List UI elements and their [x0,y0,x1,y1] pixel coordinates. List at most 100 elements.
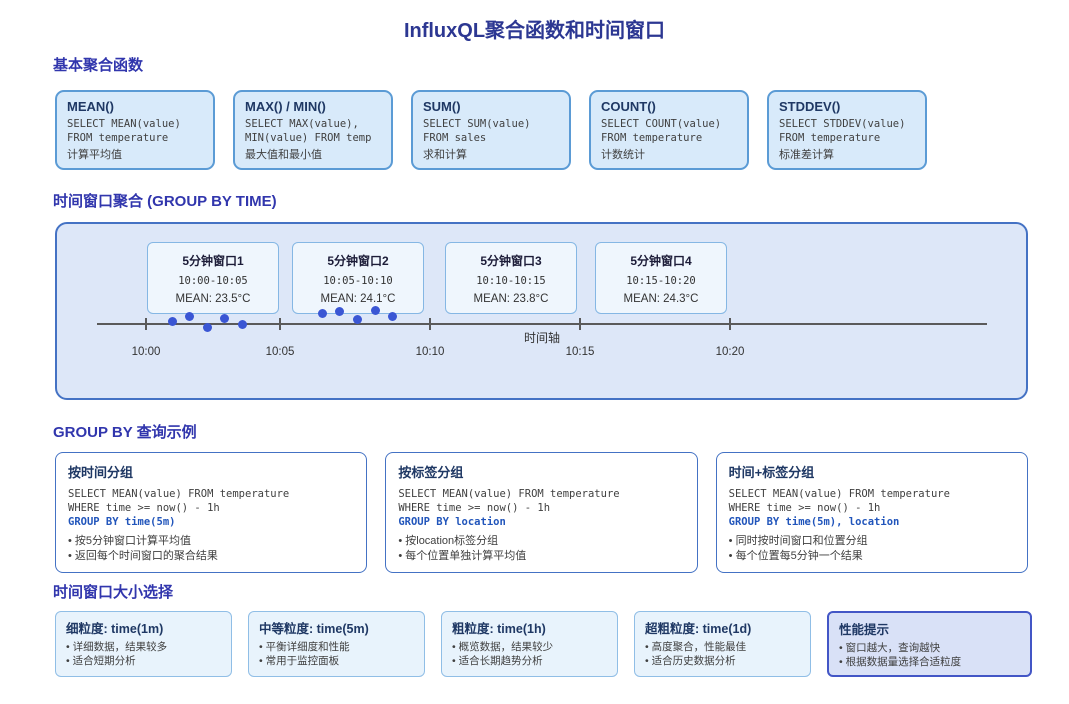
axis-tick [579,318,581,330]
query-card-title: 时间+标签分组 [728,465,815,480]
size-card-performance-tip: 性能提示 窗口越大，查询越快 根据数据量选择合适粒度 [827,611,1032,677]
window-mean-value: MEAN: 23.5°C [175,293,251,305]
code-line: SELECT MEAN(value) FROM temperature [728,488,950,500]
code-line: SELECT COUNT(value) [601,118,722,130]
code-line: WHERE time >= now() - 1h [728,502,881,514]
axis-tick [279,318,281,330]
code-line: SELECT STDDEV(value) [779,118,906,130]
note-item: 适合历史数据分析 [645,654,800,668]
function-card-stddev: STDDEV() SELECT STDDEV(value) FROM tempe… [767,90,927,170]
function-card-description: 最大值和最小值 [245,149,322,161]
window-title: 5分钟窗口2 [327,254,389,268]
data-point [353,315,362,324]
code-line: SELECT SUM(value) [423,118,531,130]
function-card-title: MEAN() [67,99,114,114]
section-heading-window-size: 时间窗口大小选择 [53,584,174,601]
section-heading-time-window: 时间窗口聚合 (GROUP BY TIME) [53,193,277,210]
query-card-title: 按时间分组 [68,465,134,480]
window-mean-value: MEAN: 23.8°C [473,293,549,305]
note-item: 适合长期趋势分析 [452,654,607,668]
data-point [371,306,380,315]
data-point [318,309,327,318]
function-card-count: COUNT() SELECT COUNT(value) FROM tempera… [589,90,749,170]
query-card-group-by-time-and-tag: 时间+标签分组 SELECT MEAN(value) FROM temperat… [715,452,1028,573]
function-card-sum: SUM() SELECT SUM(value) FROM sales 求和计算 [411,90,571,170]
note-item: 按5分钟窗口计算平均值 [68,534,354,549]
size-card-title: 粗粒度: time(1h) [452,622,546,636]
time-window-card-3: 5分钟窗口3 10:10-10:15 MEAN: 23.8°C [445,242,577,314]
code-line: WHERE time >= now() - 1h [68,502,220,514]
code-line: MIN(value) FROM temp [245,132,372,144]
axis-tick-label: 10:15 [565,346,595,358]
note-item: 高度聚合，性能最佳 [645,640,800,654]
data-point [238,320,247,329]
size-card-fine: 细粒度: time(1m) 详细数据，结果较多 适合短期分析 [55,611,232,677]
note-item: 根据数据量选择合适粒度 [839,655,1020,669]
size-card-very-coarse: 超粗粒度: time(1d) 高度聚合，性能最佳 适合历史数据分析 [634,611,811,677]
axis-tick-label: 10:00 [131,346,161,358]
query-card-notes: 按location标签分组 每个位置单独计算平均值 [398,534,684,564]
window-size-cards: 细粒度: time(1m) 详细数据，结果较多 适合短期分析 中等粒度: tim… [55,611,1032,677]
function-card-description: 计数统计 [601,149,645,161]
basic-function-cards: MEAN() SELECT MEAN(value) FROM temperatu… [55,90,927,170]
query-card-group-by-tag: 按标签分组 SELECT MEAN(value) FROM temperatur… [385,452,698,573]
code-line-groupby-clause: GROUP BY time(5m) [68,516,176,528]
query-card-notes: 同时按时间窗口和位置分组 每个位置每5分钟一个结果 [729,534,1015,564]
code-line: SELECT MAX(value), [245,118,359,130]
query-card-title: 按标签分组 [398,465,464,480]
window-title: 5分钟窗口3 [480,254,542,268]
function-card-description: 标准差计算 [779,149,834,161]
code-line: FROM sales [423,132,487,144]
groupby-example-cards: 按时间分组 SELECT MEAN(value) FROM temperatur… [55,452,1028,573]
code-line-groupby-clause: GROUP BY time(5m), location [728,516,900,528]
window-time-range: 10:10-10:15 [476,275,546,287]
axis-tick-label: 10:05 [265,346,295,358]
axis-tick [729,318,731,330]
time-window-card-2: 5分钟窗口2 10:05-10:10 MEAN: 24.1°C [292,242,424,314]
code-line: WHERE time >= now() - 1h [398,502,551,514]
function-card-title: SUM() [423,99,461,114]
function-card-title: COUNT() [601,99,656,114]
note-item: 窗口越大，查询越快 [839,641,1020,655]
size-card-title: 细粒度: time(1m) [66,622,164,636]
size-card-coarse: 粗粒度: time(1h) 概览数据，结果较少 适合长期趋势分析 [441,611,618,677]
axis-tick [429,318,431,330]
window-time-range: 10:00-10:05 [178,275,248,287]
function-card-mean: MEAN() SELECT MEAN(value) FROM temperatu… [55,90,215,170]
note-item: 适合短期分析 [66,654,221,668]
section-heading-basic-functions: 基本聚合函数 [53,57,144,74]
data-point [185,312,194,321]
axis-tick [145,318,147,330]
time-axis-label: 时间轴 [524,331,561,345]
size-card-title: 性能提示 [839,623,890,637]
note-item: 返回每个时间窗口的聚合结果 [68,549,354,564]
code-line-groupby-clause: GROUP BY location [398,516,506,528]
function-card-max-min: MAX() / MIN() SELECT MAX(value), MIN(val… [233,90,393,170]
window-time-range: 10:15-10:20 [626,275,696,287]
data-point [168,317,177,326]
size-card-title: 超粗粒度: time(1d) [645,622,752,636]
note-item: 同时按时间窗口和位置分组 [729,534,1015,549]
note-item: 每个位置单独计算平均值 [398,549,684,564]
code-line: SELECT MEAN(value) [67,118,181,130]
code-line: FROM temperature [601,132,703,144]
data-point [388,312,397,321]
function-card-description: 求和计算 [423,149,467,161]
function-card-title: STDDEV() [779,99,841,114]
axis-tick-label: 10:20 [715,346,745,358]
data-point [335,307,344,316]
page-title: InfluxQL聚合函数和时间窗口 [403,20,666,42]
time-window-card-1: 5分钟窗口1 10:00-10:05 MEAN: 23.5°C [147,242,279,314]
code-line: FROM temperature [67,132,169,144]
note-item: 详细数据，结果较多 [66,640,221,654]
code-line: FROM temperature [779,132,881,144]
window-mean-value: MEAN: 24.1°C [320,293,396,305]
window-time-range: 10:05-10:10 [323,275,393,287]
time-axis-line [97,323,987,325]
data-point [203,323,212,332]
function-card-description: 计算平均值 [67,149,122,161]
note-item: 概览数据，结果较少 [452,640,607,654]
section-heading-groupby-examples: GROUP BY 查询示例 [53,424,197,441]
note-item: 按location标签分组 [398,534,684,549]
